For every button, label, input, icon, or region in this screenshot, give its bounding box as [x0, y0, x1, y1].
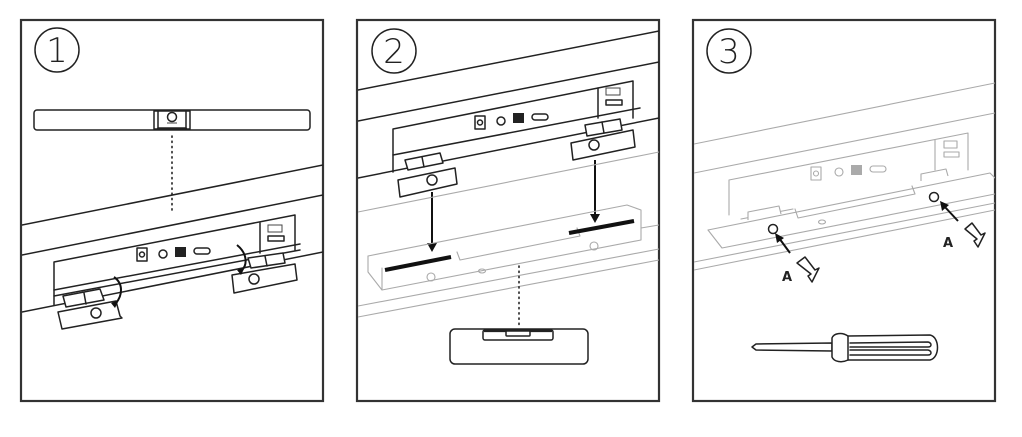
- network-port-icon: [175, 247, 186, 257]
- camera-lens-icon: [166, 111, 178, 123]
- step-number: 1: [46, 31, 68, 71]
- mounting-clip-left: [57, 276, 123, 330]
- screw-label-right: A: [943, 236, 953, 251]
- screw-label-left: A: [782, 270, 792, 285]
- screw-right-icon: [964, 222, 986, 248]
- step-number: 2: [383, 32, 405, 72]
- dc-power-port-icon: [810, 166, 822, 181]
- screw-left-icon: [796, 256, 820, 283]
- network-port-icon: [851, 165, 862, 175]
- step-number-badge: 1: [34, 27, 80, 73]
- dc-power-port-icon: [474, 115, 486, 130]
- camera-hub: [449, 328, 589, 365]
- screwdriver-icon: [751, 332, 939, 363]
- usb-c-port-icon: [531, 113, 549, 121]
- camera-bar: [33, 109, 311, 131]
- screw-hole-left: [767, 223, 779, 235]
- usb-c-port-icon: [869, 165, 887, 173]
- screw-hole-right: [928, 191, 940, 203]
- hdmi-port-icon: [605, 87, 621, 96]
- insertion-arrows: [427, 160, 600, 252]
- step-1-panel: 1: [19, 18, 325, 403]
- hdmi-port-icon: [267, 224, 283, 233]
- network-port-icon: [513, 113, 524, 123]
- usb-c-port-icon: [193, 247, 211, 255]
- step-3-panel: 3: [691, 18, 997, 403]
- port-panel: [392, 80, 641, 173]
- audio-jack-icon: [496, 116, 506, 126]
- screw-arrows: [775, 201, 959, 254]
- dc-power-port-icon: [136, 247, 148, 262]
- port-panel: [728, 132, 969, 216]
- hdmi-port-icon: [943, 140, 958, 149]
- audio-jack-icon: [158, 249, 168, 259]
- step-number-badge: 2: [371, 28, 417, 74]
- bracket-slot-right: [568, 219, 635, 235]
- step-number: 3: [718, 32, 740, 72]
- step-2-panel: 2: [355, 18, 661, 403]
- step-number-badge: 3: [706, 28, 752, 74]
- bracket-slot-left: [384, 255, 452, 272]
- mounting-clip-right: [570, 118, 636, 161]
- mounting-bracket: [694, 168, 995, 263]
- display-edge: [694, 82, 995, 271]
- audio-jack-icon: [834, 167, 844, 177]
- mounting-clip-right: [231, 244, 298, 294]
- mounting-clip-left: [397, 152, 458, 198]
- mounting-bracket: [358, 151, 659, 318]
